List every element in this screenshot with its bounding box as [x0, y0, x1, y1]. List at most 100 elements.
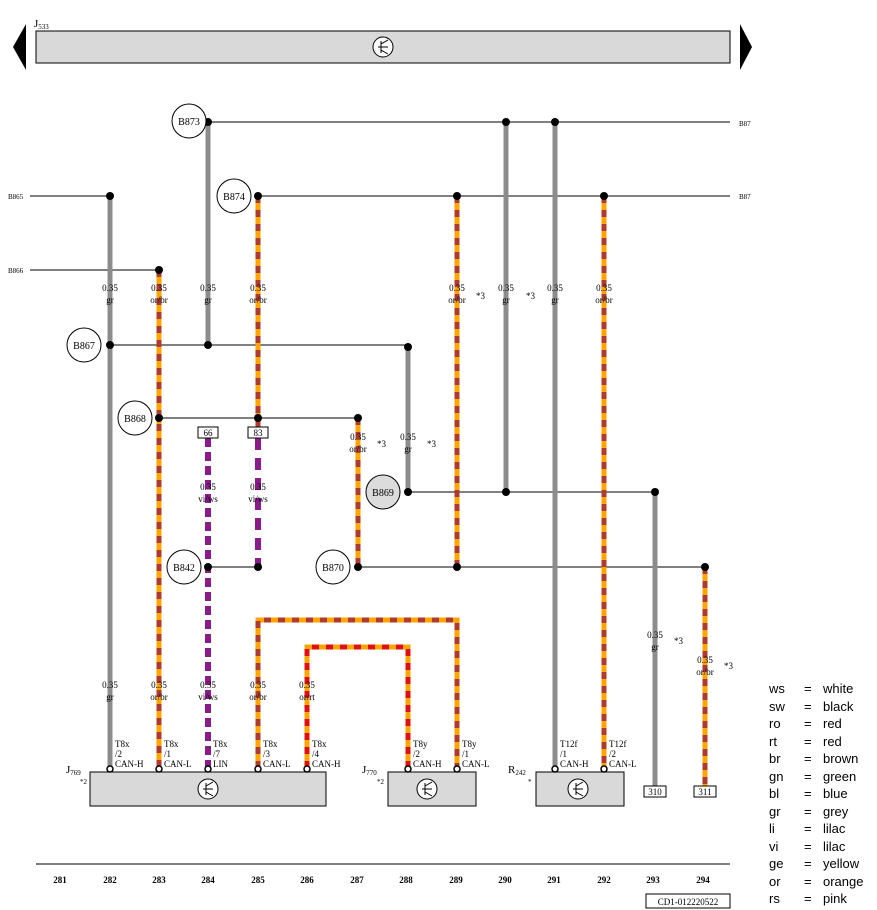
svg-text:vi: vi [769, 839, 779, 854]
connector-83: 83 [247, 426, 269, 439]
module-r242: R242 * [508, 764, 625, 807]
svg-text:287: 287 [350, 875, 364, 885]
bubble-b842: B842 [166, 549, 202, 585]
svg-text:rt: rt [769, 734, 777, 749]
connector-66: 66 [197, 426, 219, 439]
svg-text:293: 293 [646, 875, 660, 885]
control-unit-icon [567, 778, 589, 800]
svg-text:=: = [804, 681, 812, 696]
svg-text:white: white [822, 681, 853, 696]
svg-text:B873: B873 [178, 117, 200, 128]
svg-text:66: 66 [204, 428, 214, 438]
svg-text:li: li [769, 821, 775, 836]
svg-text:289: 289 [449, 875, 463, 885]
svg-text:=: = [804, 699, 812, 714]
grey-wires [107, 122, 658, 786]
svg-text:*3: *3 [377, 439, 387, 449]
svg-text:=: = [804, 874, 812, 889]
svg-text:83: 83 [254, 428, 264, 438]
svg-text:green: green [823, 769, 856, 784]
svg-text:lilac: lilac [823, 821, 846, 836]
svg-text:=: = [804, 751, 812, 766]
svg-text:ws: ws [768, 681, 785, 696]
bubble-b873: B873 [171, 103, 207, 139]
r242-label: R242 [508, 764, 526, 777]
bubble-b874: B874 [216, 178, 252, 214]
bubble-b868: B868 [117, 400, 153, 436]
svg-text:B869: B869 [372, 488, 394, 499]
j533-label: J533 [34, 18, 49, 31]
svg-text:lilac: lilac [823, 839, 846, 854]
control-unit-icon [197, 778, 219, 800]
bus-b87-label: B87 [739, 193, 751, 201]
svg-text:B842: B842 [173, 563, 195, 574]
column-scale: 281 282 283 284 285 286 287 288 289 290 … [36, 863, 731, 909]
svg-text:288: 288 [399, 875, 413, 885]
bubble-b867: B867 [66, 327, 102, 363]
bus-lines [30, 121, 730, 568]
svg-text:286: 286 [300, 875, 314, 885]
svg-text:*: * [528, 778, 532, 786]
svg-text:red: red [823, 716, 842, 731]
svg-text:282: 282 [103, 875, 117, 885]
svg-text:gn: gn [769, 769, 783, 784]
svg-text:grey: grey [823, 804, 849, 819]
violet-white-wires [205, 438, 261, 768]
node-bubbles: B873 B874 B867 B868 B842 B869 B870 [66, 103, 401, 585]
svg-text:blue: blue [823, 786, 848, 801]
svg-text:brown: brown [823, 751, 858, 766]
svg-text:br: br [769, 751, 781, 766]
svg-text:=: = [804, 891, 812, 906]
svg-text:pink: pink [823, 891, 847, 906]
svg-text:=: = [804, 786, 812, 801]
svg-text:gr: gr [769, 804, 781, 819]
svg-text:*3: *3 [526, 291, 536, 301]
svg-text:=: = [804, 821, 812, 836]
orange-red-wire [304, 644, 411, 768]
orange-brown-wires [156, 196, 708, 786]
svg-text:yellow: yellow [823, 856, 860, 871]
svg-text:B870: B870 [322, 563, 344, 574]
module-j770: J770 *2 [362, 764, 477, 807]
svg-text:B868: B868 [124, 414, 146, 425]
bus-b866-label: B866 [8, 267, 24, 275]
svg-text:291: 291 [547, 875, 561, 885]
svg-text:281: 281 [53, 875, 67, 885]
junction-dots [106, 118, 709, 571]
svg-text:orange: orange [823, 874, 863, 889]
svg-text:rs: rs [769, 891, 780, 906]
svg-text:=: = [804, 839, 812, 854]
j533-module: J533 [13, 18, 752, 70]
svg-text:*3: *3 [724, 661, 734, 671]
svg-text:294: 294 [696, 875, 710, 885]
svg-text:ge: ge [769, 856, 783, 871]
svg-text:310: 310 [648, 787, 662, 797]
bus-b87-top-label: B87 [739, 120, 751, 128]
connector-311: 311 [693, 785, 717, 798]
svg-text:or: or [769, 874, 781, 889]
svg-text:=: = [804, 769, 812, 784]
svg-text:ro: ro [769, 716, 781, 731]
svg-text:bl: bl [769, 786, 779, 801]
svg-text:B867: B867 [73, 341, 95, 352]
svg-text:292: 292 [597, 875, 611, 885]
arrow-right-icon [740, 24, 752, 70]
svg-text:*3: *3 [427, 439, 437, 449]
svg-text:=: = [804, 856, 812, 871]
